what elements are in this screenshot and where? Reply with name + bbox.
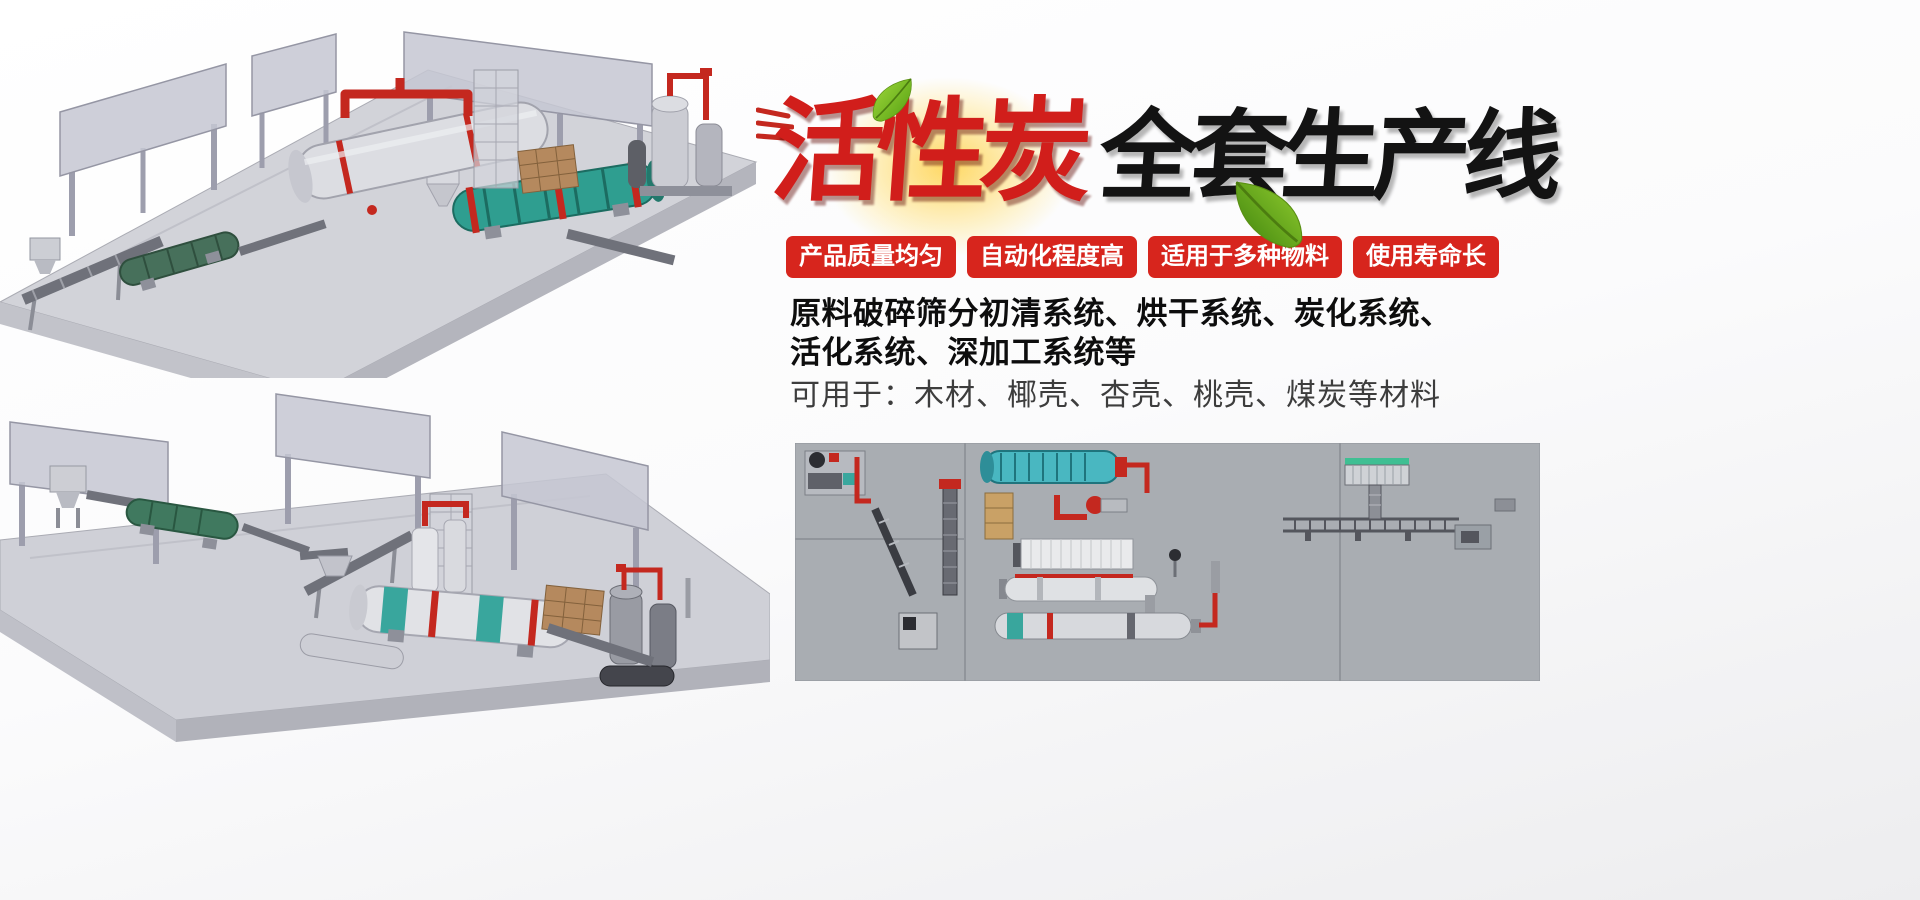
schematic-dryer-carbonizer-section — [980, 450, 1220, 640]
main-drum — [349, 584, 575, 658]
title-text-black: 全套生产线 — [1095, 99, 1559, 214]
production-line-3d-top — [0, 31, 758, 378]
schematic-packing-section — [1283, 458, 1516, 550]
carbonization-tanks — [599, 564, 691, 687]
feature-badge-lifespan: 使用寿命长 — [1353, 236, 1499, 278]
discharge-conveyor — [546, 623, 655, 667]
rotary-drum-small — [125, 498, 239, 550]
brick-furnace — [541, 584, 605, 636]
feature-badge-row: 产品质量均匀 自动化程度高 适用于多种物料 使用寿命长 — [786, 236, 1499, 278]
transfer-conveyor — [238, 219, 327, 256]
feed-hopper — [49, 465, 87, 528]
leaf-icon — [872, 78, 912, 122]
secondary-drum — [299, 633, 404, 670]
production-line-3d-bottom — [0, 393, 770, 742]
materials-description: 可用于：木材、椰壳、杏壳、桃壳、煤炭等材料 — [790, 379, 1441, 412]
furnace-tank-assembly — [628, 68, 732, 196]
rotary-drum-small — [119, 231, 240, 292]
lattice-tower — [473, 69, 519, 189]
feature-badge-quality: 产品质量均匀 — [786, 236, 956, 278]
systems-description-line1: 原料破碎筛分初清系统、烘干系统、炭化系统、 — [790, 296, 1452, 331]
vertical-tanks — [411, 501, 469, 593]
zigzag-conveyor — [241, 523, 349, 561]
red-valve — [367, 205, 377, 215]
title-text-red: 活性炭 — [767, 86, 1089, 217]
schematic-feeding-section — [804, 450, 961, 650]
feed-conveyor — [21, 235, 164, 331]
leaf-icon — [1235, 181, 1303, 248]
production-line-schematic — [795, 443, 1540, 681]
brick-furnace — [517, 144, 580, 194]
red-pipe-top — [340, 78, 473, 118]
incline-conveyor — [303, 530, 415, 619]
feature-badge-automation: 自动化程度高 — [967, 236, 1137, 278]
speed-lines-icon — [756, 107, 794, 141]
systems-description: 原料破碎筛分初清系统、烘干系统、炭化系统、 活化系统、深加工系统等 — [790, 294, 1452, 372]
feature-badge-materials: 适用于多种物料 — [1148, 236, 1342, 278]
systems-description-line2: 活化系统、深加工系统等 — [790, 335, 1137, 370]
schematic-wall-lines — [795, 443, 1341, 681]
support-walls — [59, 31, 653, 236]
discharge-conveyor — [566, 228, 676, 266]
